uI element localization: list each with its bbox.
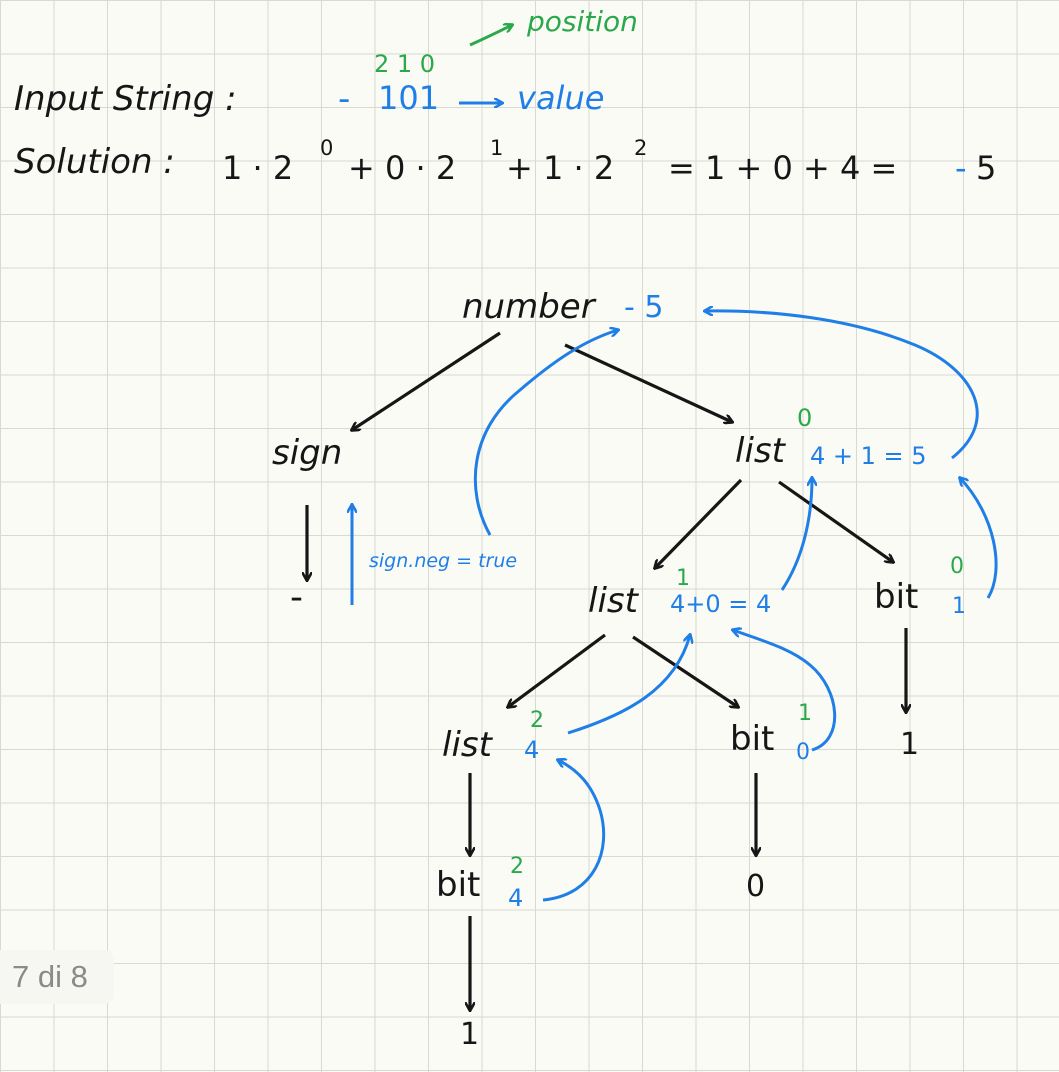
bit-right-position: 0: [950, 554, 964, 579]
input-value: 101: [378, 79, 440, 117]
listmid-to-listtop-arrow: [780, 478, 812, 591]
edge-list-bit: [778, 480, 893, 562]
node-bit-low: bit: [436, 865, 481, 905]
node-number: number: [462, 287, 595, 327]
solution-term-2: + 0 · 2: [348, 149, 457, 187]
position-arrow: [469, 25, 512, 47]
list-to-number-arrow: [705, 311, 979, 460]
bit-mid-value: 0: [796, 740, 810, 765]
node-sign: sign: [272, 433, 343, 473]
page-indicator: 7 di 8: [0, 950, 114, 1004]
list-mid-value: 4+0 = 4: [670, 590, 772, 618]
position-label: position: [527, 5, 638, 38]
bitright-to-listtop-arrow: [960, 478, 998, 599]
node-list-low: list: [442, 725, 492, 765]
input-label: Input String :: [14, 79, 237, 119]
list-top-position: 0: [797, 404, 813, 432]
list-top-value: 4 + 1 = 5: [810, 442, 927, 470]
bitmid-to-listmid-arrow: [733, 630, 837, 752]
bit-low-leaf: 1: [460, 1017, 480, 1052]
solution-sum: = 1 + 0 + 4 =: [668, 149, 898, 187]
sign-annotation: sign.neg = true: [369, 550, 518, 572]
solution-exp-2: 1: [490, 136, 504, 160]
bit-mid-leaf: 0: [746, 869, 766, 904]
bit-low-position: 2: [510, 854, 524, 879]
edge-listmid-listlow: [508, 633, 606, 707]
solution-term-3: + 1 · 2: [506, 149, 615, 187]
node-bit-right: bit: [874, 577, 919, 617]
node-list-top: list: [735, 431, 785, 471]
edge-listmid-bitmid: [632, 635, 738, 707]
list-low-position: 2: [530, 708, 544, 733]
solution-sign: -: [955, 149, 967, 187]
bit-mid-position: 1: [798, 701, 812, 726]
solution-term-1: 1 · 2: [222, 149, 294, 187]
sign-leaf: -: [290, 577, 303, 618]
edge-number-list: [564, 343, 732, 422]
position-digits: 2 1 0: [374, 50, 436, 78]
edge-number-sign: [352, 331, 501, 430]
bit-low-value: 4: [508, 884, 524, 912]
edge-list-list: [655, 478, 743, 568]
bit-right-value: 1: [952, 594, 966, 619]
node-bit-mid: bit: [730, 719, 775, 759]
list-mid-position: 1: [676, 566, 690, 591]
node-number-value: - 5: [624, 290, 664, 325]
list-low-value: 4: [524, 736, 540, 764]
solution-exp-3: 2: [634, 136, 648, 160]
solution-exp-1: 0: [320, 136, 334, 160]
solution-label: Solution :: [14, 142, 175, 182]
input-sign: -: [338, 79, 351, 119]
listlow-to-listmid-arrow: [567, 635, 690, 735]
bitlow-to-listlow-arrow: [542, 760, 606, 902]
bit-right-leaf: 1: [900, 727, 920, 762]
node-list-mid: list: [588, 581, 638, 621]
sign-to-number-arrow: [473, 330, 618, 536]
value-label: value: [517, 79, 605, 117]
solution-result: 5: [976, 149, 997, 187]
